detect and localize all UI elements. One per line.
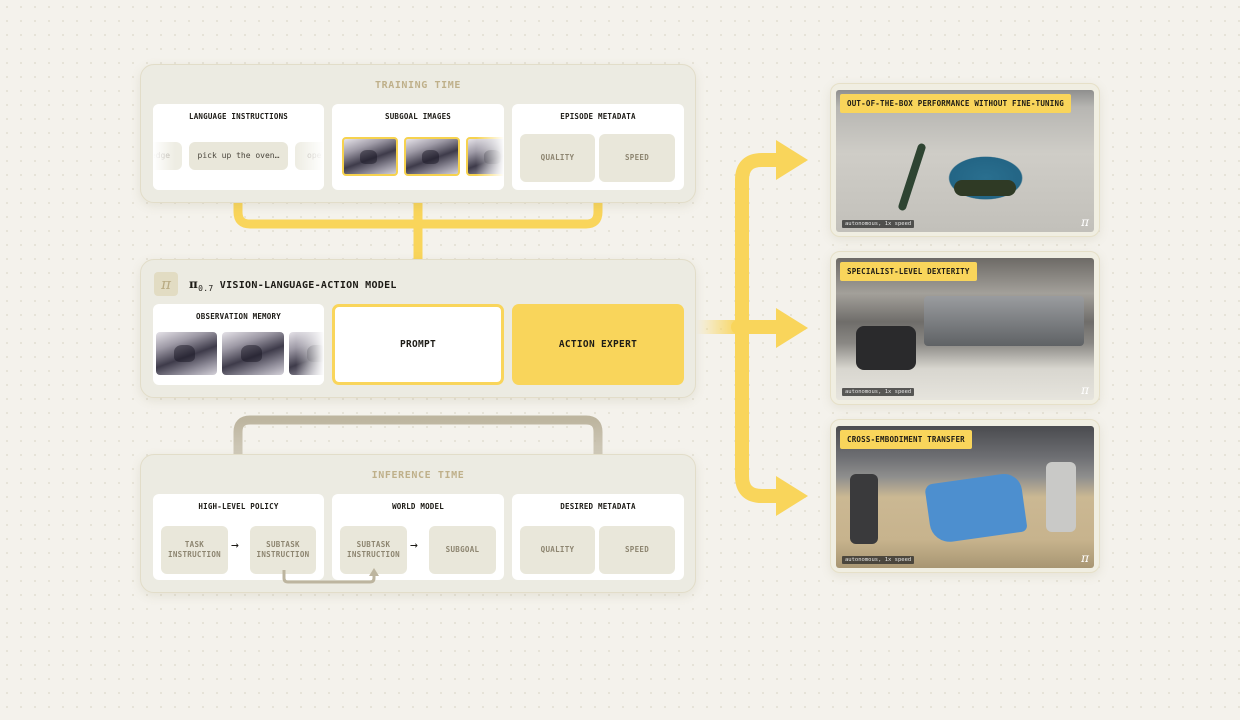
- world-model-card: WORLD MODEL SUBTASK INSTRUCTION → SUBGOA…: [332, 494, 504, 580]
- action-expert-label: ACTION EXPERT: [558, 339, 638, 350]
- result-arrowhead-1: [776, 140, 808, 180]
- fade-right: [476, 104, 504, 190]
- result-label: OUT-OF-THE-BOX PERFORMANCE WITHOUT FINE-…: [840, 94, 1071, 113]
- subgoal-box: SUBGOAL: [429, 526, 496, 574]
- subtask-instruction-box: SUBTASK INSTRUCTION: [250, 526, 316, 574]
- speed-tag: autonomous, 1x speed: [842, 220, 915, 228]
- language-instructions-card: LANGUAGE INSTRUCTIONS edge pick up the o…: [153, 104, 324, 190]
- fade-right: [296, 104, 324, 190]
- episode-metadata-title: EPISODE METADATA: [560, 112, 636, 121]
- language-instructions-title: LANGUAGE INSTRUCTIONS: [188, 112, 289, 121]
- prompt-box: PROMPT: [332, 304, 504, 385]
- observation-memory-title: OBSERVATION MEMORY: [196, 312, 281, 321]
- result-arrowhead-2: [776, 308, 808, 348]
- instruction-pill-main: pick up the oven…: [189, 142, 288, 170]
- vla-model-panel: π π0.7 VISION-LANGUAGE-ACTION MODEL OBSE…: [140, 259, 696, 398]
- observation-frame: [156, 332, 217, 375]
- espresso-machine-shape: [924, 296, 1084, 346]
- observation-frame: [222, 332, 284, 375]
- model-title-text: VISION-LANGUAGE-ACTION MODEL: [213, 280, 397, 291]
- desired-metadata-title: DESIRED METADATA: [560, 502, 636, 511]
- right-arm-shape: [1046, 462, 1076, 532]
- result-card-cross-embodiment[interactable]: CROSS-EMBODIMENT TRANSFER autonomous, 1x…: [830, 419, 1100, 573]
- episode-metadata-card: EPISODE METADATA QUALITY SPEED: [512, 104, 684, 190]
- observation-memory-card: OBSERVATION MEMORY: [153, 304, 324, 385]
- desired-metadata-card: DESIRED METADATA QUALITY SPEED: [512, 494, 684, 580]
- training-time-title: TRAINING TIME: [374, 80, 462, 91]
- action-expert-box: ACTION EXPERT: [512, 304, 684, 385]
- result-video-laundry[interactable]: CROSS-EMBODIMENT TRANSFER autonomous, 1x…: [836, 426, 1094, 568]
- shirt-shape: [924, 471, 1028, 545]
- robot-arm-shape: [856, 326, 916, 370]
- subgoal-images-title: SUBGOAL IMAGES: [384, 112, 451, 121]
- inference-time-panel: INFERENCE TIME HIGH-LEVEL POLICY TASK IN…: [140, 454, 696, 593]
- model-to-results-arrow: [731, 153, 789, 503]
- desired-speed-box: SPEED: [599, 526, 675, 574]
- model-title-symbol: π: [189, 277, 199, 291]
- speed-box: SPEED: [599, 134, 675, 182]
- subtask-feedback-loop-overlay: [282, 570, 376, 584]
- task-instruction-box: TASK INSTRUCTION: [161, 526, 228, 574]
- model-title: π0.7 VISION-LANGUAGE-ACTION MODEL: [189, 277, 397, 293]
- world-model-title: WORLD MODEL: [392, 502, 444, 511]
- subgoal-image: [404, 137, 460, 176]
- result-label: CROSS-EMBODIMENT TRANSFER: [840, 430, 972, 449]
- result-card-out-of-box[interactable]: OUT-OF-THE-BOX PERFORMANCE WITHOUT FINE-…: [830, 83, 1100, 237]
- result-arrowhead-3: [776, 476, 808, 516]
- left-arm-shape: [850, 474, 878, 544]
- feedback-arrowhead-overlay: [369, 568, 379, 576]
- pi-watermark-icon: π: [1081, 551, 1089, 565]
- pi-watermark-icon: π: [1081, 383, 1089, 397]
- pi-logo-symbol: π: [161, 275, 171, 293]
- result-video-knife[interactable]: OUT-OF-THE-BOX PERFORMANCE WITHOUT FINE-…: [836, 90, 1094, 232]
- model-output-fade: [696, 320, 740, 334]
- world-subtask-instruction-box: SUBTASK INSTRUCTION: [340, 526, 407, 574]
- pi-logo-icon: π: [154, 272, 178, 296]
- subgoal-images-card: SUBGOAL IMAGES: [332, 104, 504, 190]
- prompt-label: PROMPT: [399, 339, 437, 350]
- fade-right: [296, 304, 324, 385]
- training-time-panel: TRAINING TIME LANGUAGE INSTRUCTIONS edge…: [140, 64, 696, 203]
- arrow-right-icon: →: [231, 538, 239, 553]
- fade-left: [153, 104, 175, 190]
- subgoal-image: [342, 137, 398, 176]
- knife-shape: [897, 142, 927, 212]
- quality-box: QUALITY: [520, 134, 595, 182]
- high-level-policy-card: HIGH-LEVEL POLICY TASK INSTRUCTION → SUB…: [153, 494, 324, 580]
- desired-quality-box: QUALITY: [520, 526, 595, 574]
- speed-tag: autonomous, 1x speed: [842, 388, 915, 396]
- result-label: SPECIALIST-LEVEL DEXTERITY: [840, 262, 977, 281]
- pi-watermark-icon: π: [1081, 215, 1089, 229]
- model-title-version: 0.7: [198, 284, 214, 293]
- result-card-dexterity[interactable]: SPECIALIST-LEVEL DEXTERITY autonomous, 1…: [830, 251, 1100, 405]
- speed-tag: autonomous, 1x speed: [842, 556, 915, 564]
- arrow-right-icon: →: [410, 538, 418, 553]
- inference-time-title: INFERENCE TIME: [371, 470, 465, 481]
- high-level-policy-title: HIGH-LEVEL POLICY: [198, 502, 279, 511]
- result-video-espresso[interactable]: SPECIALIST-LEVEL DEXTERITY autonomous, 1…: [836, 258, 1094, 400]
- cucumber-shape: [954, 180, 1016, 196]
